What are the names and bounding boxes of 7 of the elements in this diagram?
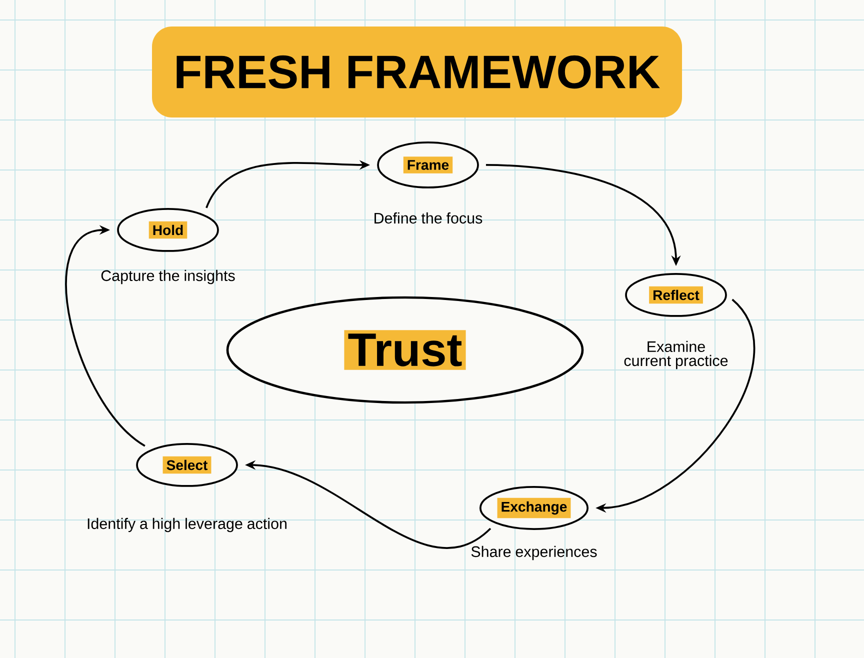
title-banner: FRESH FRAMEWORK [152, 26, 682, 118]
caption-text: Capture the insights [101, 270, 235, 284]
caption-text: Examine current practice [624, 340, 728, 370]
caption-text: Share experiences [471, 546, 597, 560]
caption-text: Identify a high leverage action [88, 518, 286, 532]
caption-text: Define the focus [374, 212, 482, 224]
arrow [65, 225, 146, 447]
